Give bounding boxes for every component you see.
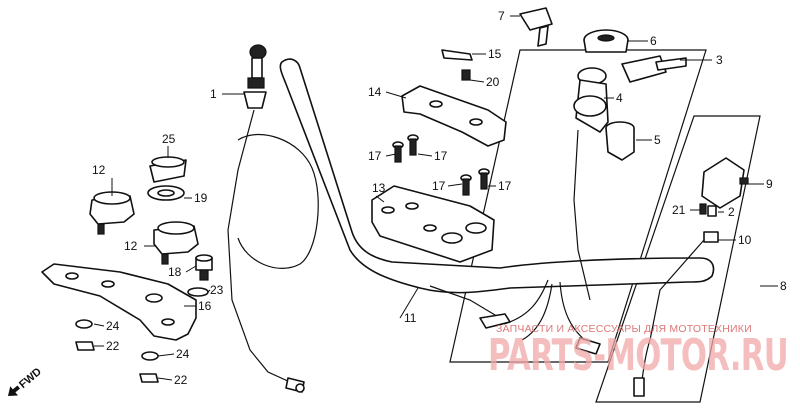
callout-4: 4 — [616, 91, 623, 105]
handlebar — [279, 58, 715, 329]
bolt-17c — [460, 174, 472, 196]
callout-6: 6 — [650, 34, 657, 48]
callout-24a: 24 — [106, 319, 120, 333]
bolt-17a — [392, 141, 404, 163]
bolt-18 — [195, 254, 213, 281]
leader-lines — [93, 15, 778, 381]
callout-12a: 12 — [92, 163, 106, 177]
callout-10: 10 — [738, 233, 752, 247]
connector-10 — [649, 231, 719, 341]
callout-22a: 22 — [106, 339, 120, 353]
callout-24b: 24 — [176, 347, 190, 361]
wiring-harness — [503, 279, 651, 397]
bolt-17b — [407, 134, 419, 156]
callout-20: 20 — [486, 75, 500, 89]
nut-22a — [75, 341, 95, 351]
washer-24a — [75, 319, 93, 329]
callout-25: 25 — [162, 132, 176, 146]
upper-holder-12b — [153, 221, 199, 265]
nut-22b — [139, 373, 159, 383]
screw-21 — [699, 203, 707, 215]
callout-17d: 17 — [498, 179, 512, 193]
washer-23 — [187, 287, 209, 297]
upper-holder-12a — [89, 191, 135, 235]
callout-18: 18 — [168, 265, 182, 279]
callout-9: 9 — [766, 177, 773, 191]
callout-8: 8 — [780, 279, 787, 293]
fwd-arrow: FWD — [8, 366, 44, 396]
screw-20 — [461, 69, 471, 81]
throttle-cable — [227, 44, 319, 393]
callout-11: 11 — [404, 311, 417, 325]
callout-19: 19 — [194, 191, 208, 205]
switch-9 — [701, 157, 749, 209]
callout-17c: 17 — [432, 179, 446, 193]
callout-7: 7 — [498, 9, 505, 23]
fwd-label: FWD — [17, 366, 44, 391]
callout-2: 2 — [728, 205, 735, 219]
callout-21: 21 — [672, 203, 686, 217]
top-bridge-13 — [371, 185, 495, 263]
callout-15: 15 — [488, 47, 502, 61]
washer-24b — [141, 351, 159, 361]
socket-5 — [605, 121, 635, 161]
bolt-17d — [478, 168, 490, 190]
callout-17a: 17 — [368, 149, 382, 163]
watermark: ЗАПЧАСТИ И АКСЕССУАРЫ ДЛЯ МОТОТЕХНИКИ PA… — [488, 323, 789, 381]
group-box-3 — [449, 49, 707, 363]
key-7 — [519, 7, 553, 47]
callout-1: 1 — [210, 87, 217, 101]
group-box-8 — [595, 115, 761, 403]
cover-6 — [583, 29, 629, 53]
callout-5: 5 — [654, 133, 661, 147]
callout-17b: 17 — [434, 149, 448, 163]
watermark-logo: PARTS-MOTOR.RU — [488, 330, 788, 381]
cap-25 — [149, 156, 187, 183]
callout-13: 13 — [372, 181, 386, 195]
callout-3: 3 — [716, 53, 723, 67]
clip-2 — [707, 205, 717, 217]
lower-plate-16 — [41, 263, 197, 341]
watermark-tagline: ЗАПЧАСТИ И АКСЕССУАРЫ ДЛЯ МОТОТЕХНИКИ — [496, 323, 752, 335]
washer-19 — [147, 185, 185, 201]
clip-15 — [441, 49, 473, 61]
callout-22b: 22 — [174, 373, 188, 387]
ignition-switch-4 — [573, 55, 687, 301]
bracket-14 — [401, 85, 507, 147]
callout-23: 23 — [210, 283, 224, 297]
callout-14: 14 — [368, 85, 382, 99]
callout-12b: 12 — [124, 239, 138, 253]
callout-16: 16 — [198, 299, 212, 313]
